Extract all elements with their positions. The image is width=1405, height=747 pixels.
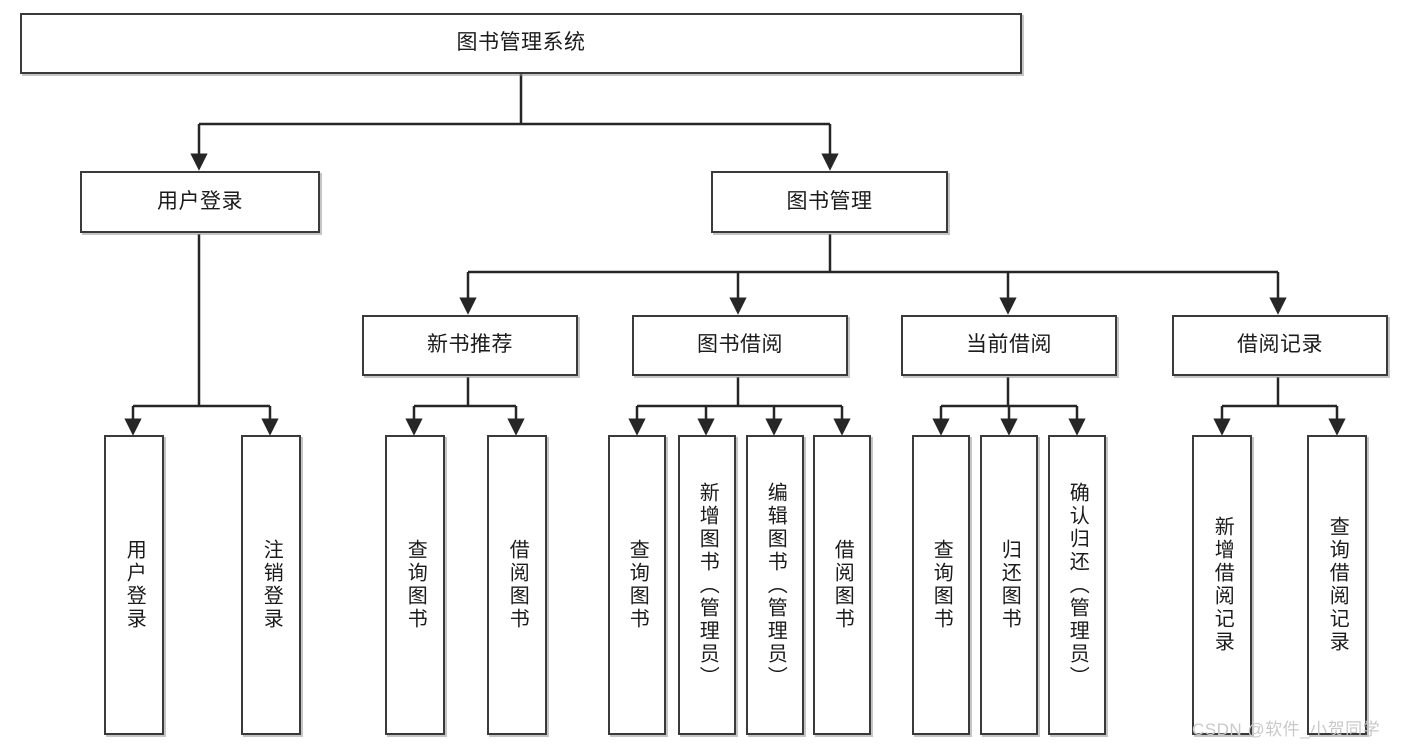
node-label: 注销登录 (260, 539, 283, 631)
node-leaf-query-borrow-record[interactable]: 查询借阅记录 (1307, 435, 1367, 735)
csdn-watermark: CSDN @软件_小贺同学 (1192, 720, 1381, 739)
node-leaf-add-book-admin[interactable]: 新增图书（管理员） (678, 435, 736, 735)
node-book-management[interactable]: 图书管理 (711, 171, 948, 233)
node-book-borrow[interactable]: 图书借阅 (632, 315, 848, 376)
node-label: 当前借阅 (966, 333, 1052, 357)
node-leaf-borrow-book[interactable]: 借阅图书 (813, 435, 871, 735)
node-label: 图书借阅 (697, 333, 783, 357)
node-label: 归还图书 (998, 539, 1021, 631)
node-label: 借阅图书 (506, 539, 529, 631)
node-label: 新增图书（管理员） (696, 481, 719, 689)
node-leaf-query-book-recommend[interactable]: 查询图书 (385, 435, 445, 735)
node-leaf-edit-book-admin[interactable]: 编辑图书（管理员） (746, 435, 804, 735)
node-leaf-query-book-current[interactable]: 查询图书 (912, 435, 970, 735)
node-label: 图书管理系统 (456, 31, 586, 55)
node-label: 编辑图书（管理员） (764, 481, 787, 689)
node-label: 借阅记录 (1237, 333, 1323, 357)
node-label: 用户登录 (123, 539, 146, 631)
node-label: 查询图书 (930, 539, 953, 631)
node-book-management-system[interactable]: 图书管理系统 (20, 13, 1022, 74)
node-label: 用户登录 (157, 189, 243, 213)
node-label: 借阅图书 (831, 539, 854, 631)
node-current-borrow[interactable]: 当前借阅 (901, 315, 1117, 376)
node-label: 新增借阅记录 (1211, 516, 1234, 654)
node-label: 查询借阅记录 (1326, 516, 1349, 654)
node-leaf-borrow-book-recommend[interactable]: 借阅图书 (487, 435, 547, 735)
node-label: 查询图书 (626, 539, 649, 631)
node-leaf-user-login[interactable]: 用户登录 (104, 435, 164, 735)
node-new-book-recommend[interactable]: 新书推荐 (362, 315, 578, 376)
node-label: 查询图书 (404, 539, 427, 631)
node-label: 新书推荐 (427, 333, 513, 357)
node-label: 图书管理 (786, 189, 873, 213)
node-leaf-query-book-borrow[interactable]: 查询图书 (608, 435, 666, 735)
node-leaf-logout-login[interactable]: 注销登录 (241, 435, 301, 735)
node-borrow-record[interactable]: 借阅记录 (1172, 315, 1388, 376)
node-leaf-return-book[interactable]: 归还图书 (980, 435, 1038, 735)
node-leaf-add-borrow-record[interactable]: 新增借阅记录 (1192, 435, 1252, 735)
node-leaf-confirm-return-admin[interactable]: 确认归还（管理员） (1048, 435, 1106, 735)
node-user-login[interactable]: 用户登录 (80, 171, 320, 233)
node-label: 确认归还（管理员） (1066, 481, 1089, 689)
